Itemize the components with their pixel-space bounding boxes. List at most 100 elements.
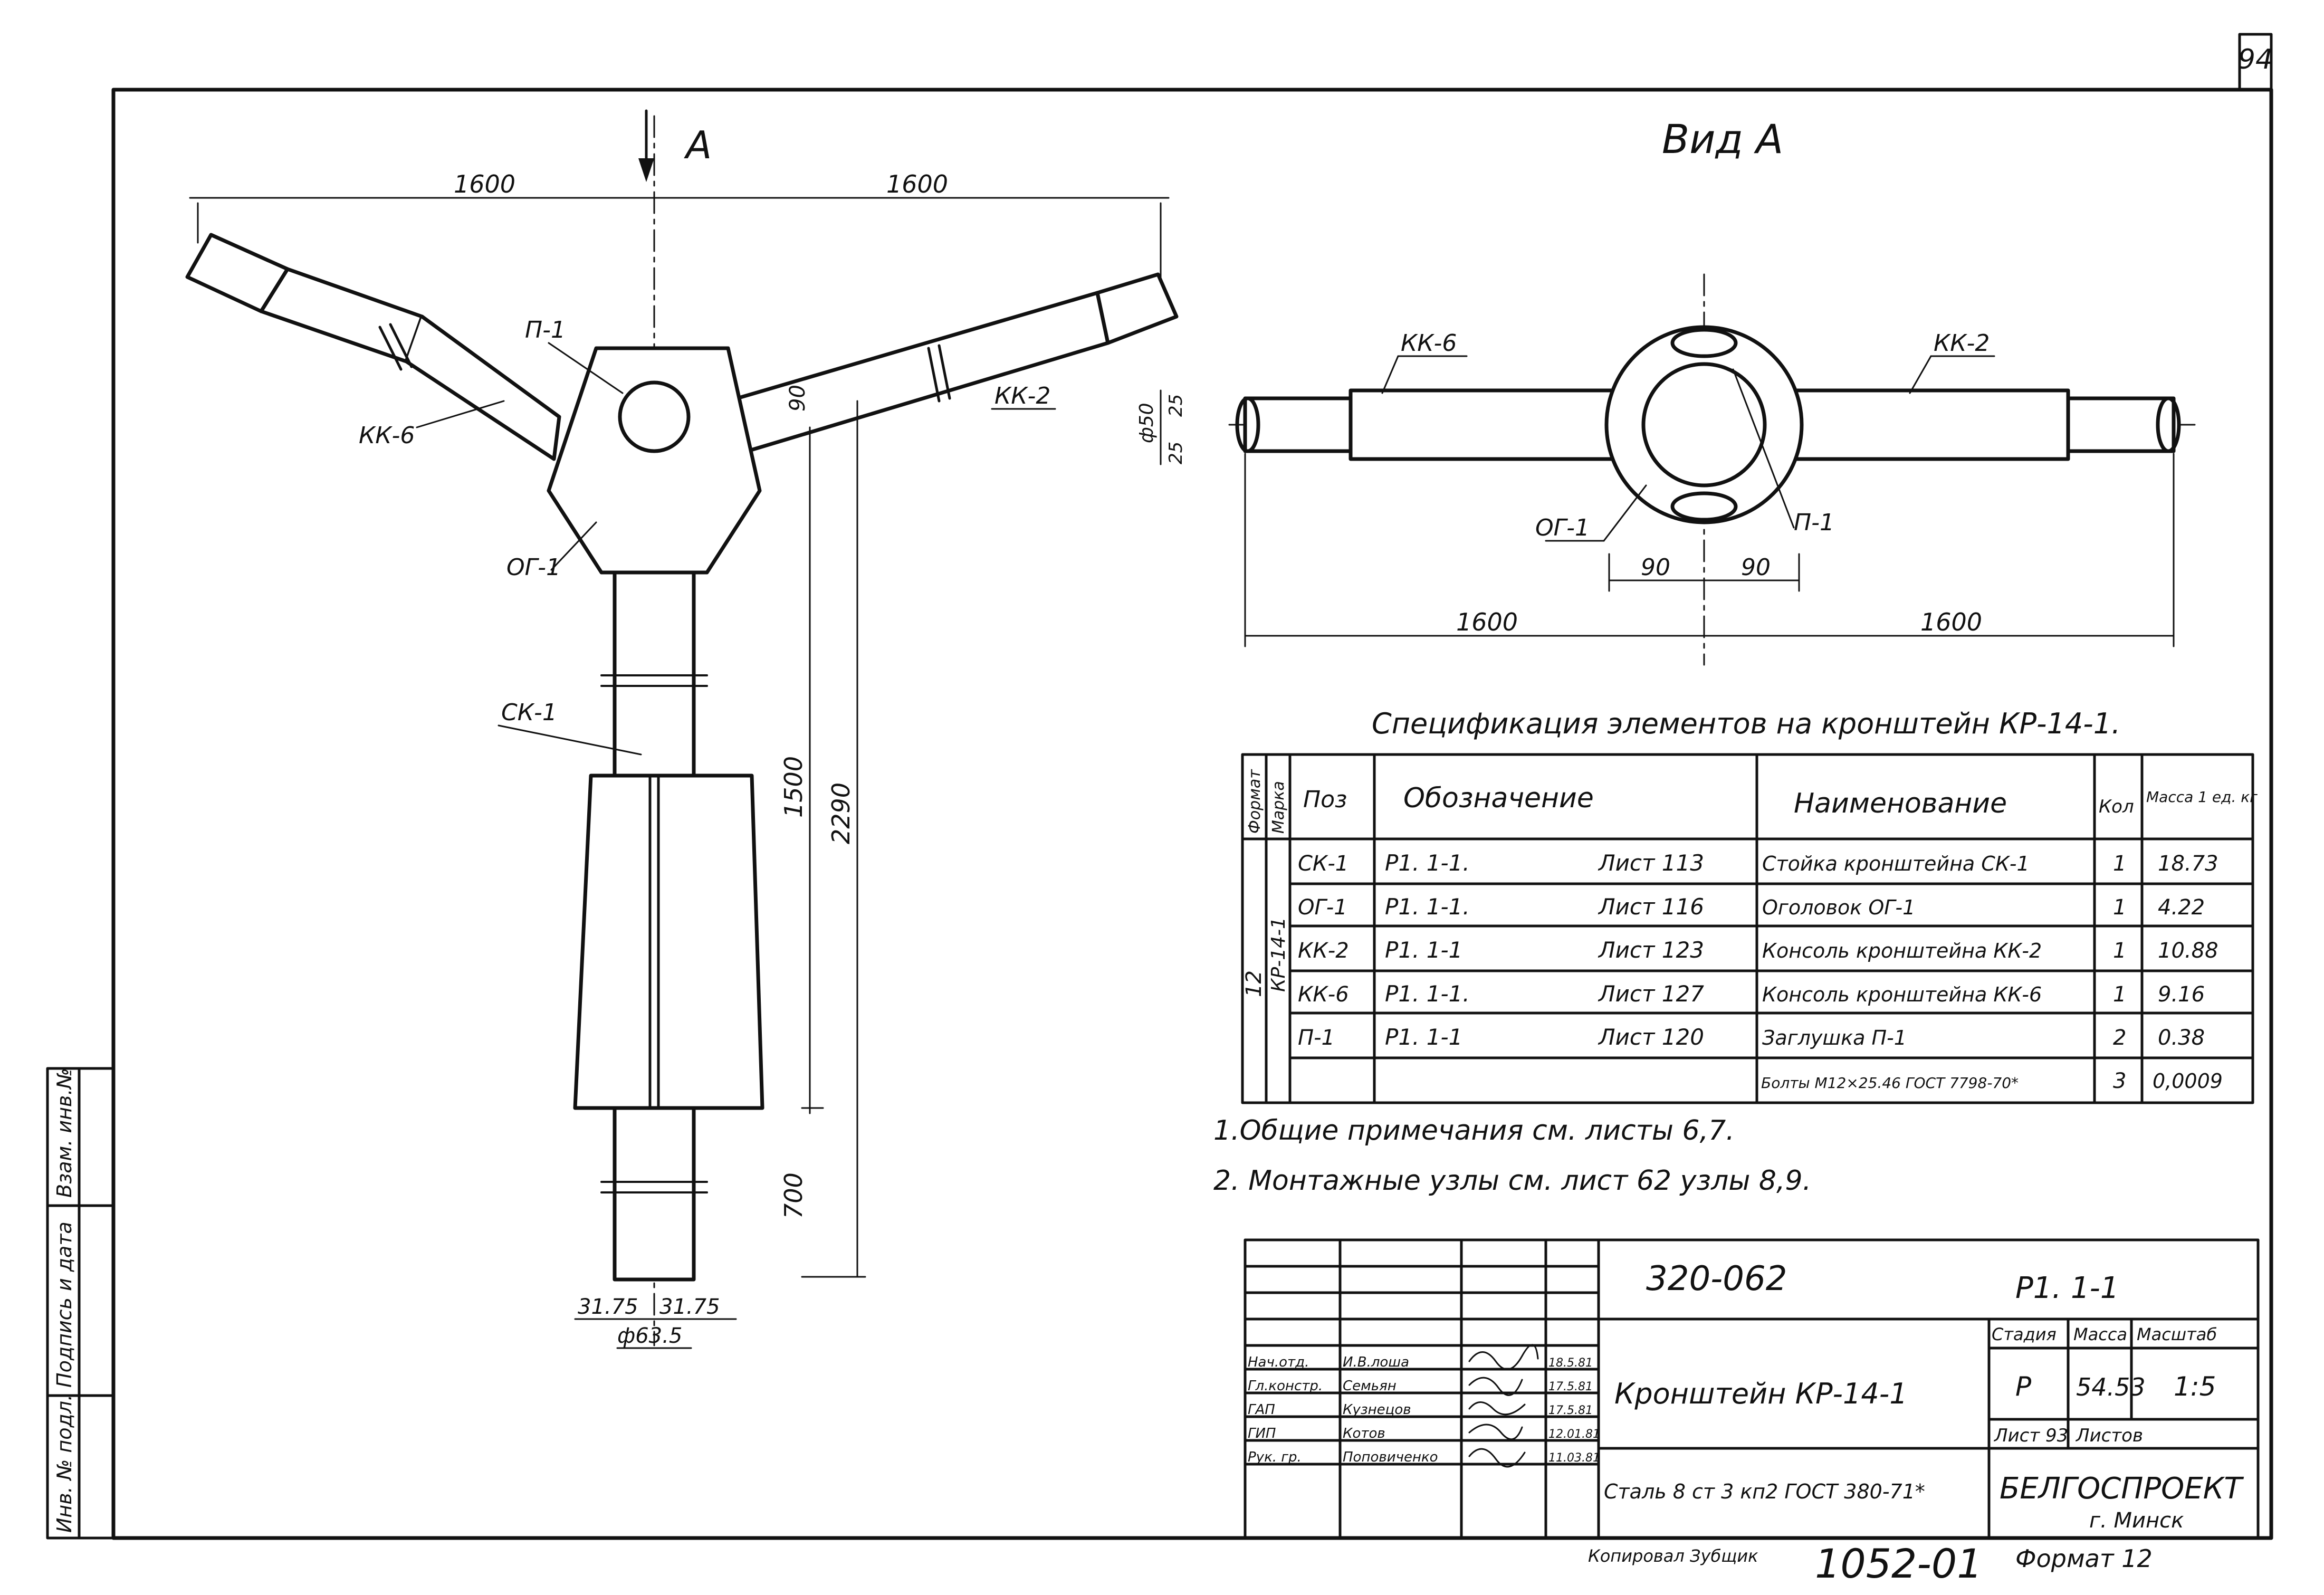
plan-dim-25b: 25: [1165, 442, 1187, 464]
spec-row: ОГ-1 Р1. 1-1. Лист 116 Оголовок ОГ-1 1 4…: [1298, 894, 2205, 920]
stage-value: Р: [2015, 1371, 2032, 1402]
section-arrowhead: [638, 158, 654, 182]
footer-copied: Копировал Зубщик: [1588, 1546, 1758, 1566]
drawing-title: Кронштейн КР-14-1: [1614, 1377, 1908, 1410]
row-doc: Р1. 1-1: [1385, 937, 1462, 963]
spec-row: Болты М12×25.46 ГОСТ 7798-70* 3 0,0009: [1761, 1069, 2223, 1093]
row-sheet: Лист 120: [1598, 1024, 1704, 1050]
note-1: 1.Общие примечания см. листы 6,7.: [1213, 1115, 1735, 1147]
label-kk2: КК-2: [994, 383, 1050, 409]
plan-label-kk2: КК-2: [1934, 330, 1990, 357]
dim-height-1500: 1500: [779, 756, 808, 818]
staff-role: ГАП: [1248, 1402, 1275, 1418]
header-qty: Кол: [2099, 796, 2134, 817]
page-number: 94: [2238, 44, 2273, 75]
sheet-label: Лист 93: [1993, 1425, 2068, 1446]
staff-role: Гл.констр.: [1248, 1378, 1323, 1394]
spec-title: Спецификация элементов на кронштейн КР-1…: [1372, 707, 2120, 740]
header-format: Формат: [1246, 769, 1264, 834]
doc-code: 320-062: [1646, 1259, 1787, 1298]
row-pos: СК-1: [1298, 852, 1349, 876]
label-kk6: КК-6: [359, 422, 415, 449]
staff-date: 17.5.81: [1548, 1404, 1593, 1417]
row-sheet: Лист 116: [1598, 894, 1704, 920]
row-pos: КК-6: [1298, 982, 1349, 1007]
row-mass: 4.22: [2158, 895, 2205, 920]
staff-role: Рук. гр.: [1248, 1449, 1302, 1465]
plan-dim-right-90: 90: [1741, 554, 1771, 581]
stage-label: Стадия: [1992, 1324, 2057, 1344]
staff-name: Кузнецов: [1343, 1402, 1411, 1418]
dim-left-span: 1600: [454, 170, 515, 198]
sheets-label: Листов: [2075, 1425, 2143, 1446]
scale-value: 1:5: [2174, 1371, 2216, 1402]
plan-dims: ф50 25 25 90 90 1600 1600: [1136, 389, 2175, 647]
staff-date: 11.03.81: [1548, 1451, 1600, 1465]
plan-label-kk6: КК-6: [1401, 330, 1457, 357]
row-name: Оголовок ОГ-1: [1762, 896, 1915, 919]
staff-date: 17.5.81: [1548, 1380, 1593, 1393]
label-p1: П-1: [525, 317, 566, 343]
page-number-box: [2238, 33, 2273, 91]
row-name: Консоль кронштейна КК-2: [1762, 939, 2042, 962]
stamp-sign: Подпись и дата: [53, 1221, 76, 1388]
staff-role: Нач.отд.: [1248, 1354, 1309, 1370]
staff-date: 18.5.81: [1548, 1357, 1593, 1370]
row-name: Болты М12×25.46 ГОСТ 7798-70*: [1761, 1074, 2019, 1092]
spec-row: КК-6 Р1. 1-1. Лист 127 Консоль кронштейн…: [1298, 981, 2205, 1007]
staff-row: ГАП Кузнецов 17.5.81: [1248, 1402, 1593, 1418]
footer-number: 1052-01: [1815, 1540, 1983, 1587]
dim-pipe-diameter: ф63.5: [617, 1324, 682, 1348]
header-mark: Марка: [1269, 781, 1288, 834]
row-pos: П-1: [1298, 1026, 1335, 1050]
plan-labels: КК-6 КК-2 ОГ-1 П-1: [1381, 330, 1995, 542]
row-pos: КК-2: [1298, 939, 1349, 963]
spec-row: СК-1 Р1. 1-1. Лист 113 Стойка кронштейна…: [1298, 850, 2218, 876]
vertical-dims: 1500 2290 700 90: [779, 385, 866, 1278]
header-name: Наименование: [1794, 788, 2007, 819]
row-sheet: Лист 113: [1598, 850, 1704, 876]
dim-offset-90: 90: [786, 385, 810, 412]
organization: БЕЛГОСПРОЕКТ: [2000, 1472, 2244, 1506]
plan-dim-left-1600: 1600: [1456, 608, 1518, 636]
plan-head-og1: [1604, 325, 1804, 524]
note-2: 2. Монтажные узлы см. лист 62 узлы 8,9.: [1213, 1165, 1811, 1197]
staff-role: ГИП: [1248, 1426, 1276, 1441]
row-mass: 0.38: [2158, 1026, 2205, 1050]
plan-dim-25a: 25: [1165, 394, 1187, 417]
dim-height-2290: 2290: [827, 782, 855, 844]
head-plate-og1: [547, 346, 762, 575]
row-qty: 1: [2113, 939, 2126, 963]
group-mark: КР-14-1: [1268, 917, 1289, 992]
label-og1: ОГ-1: [506, 554, 561, 581]
row-doc: Р1. 1-1.: [1385, 894, 1470, 920]
front-view: А 1600 1600: [185, 109, 1179, 1349]
row-qty: 1: [2113, 895, 2126, 920]
row-sheet: Лист 127: [1598, 981, 1704, 1007]
signatures: [1468, 1344, 1539, 1468]
plan-dim-dia: ф50: [1136, 403, 1158, 443]
dim-right-span: 1600: [886, 170, 948, 198]
row-doc: Р1. 1-1.: [1385, 981, 1470, 1007]
stamp-replace: Взам. инв.№: [53, 1068, 76, 1198]
row-sheet: Лист 123: [1598, 937, 1704, 963]
section-mark: А: [684, 123, 712, 167]
row-doc: Р1. 1-1.: [1385, 850, 1470, 876]
bottom-dims: 31.75 31.75 ф63.5: [574, 1295, 737, 1349]
spec-row: КК-2 Р1. 1-1 Лист 123 Консоль кронштейна…: [1298, 937, 2218, 963]
plan-dim-left-90: 90: [1641, 554, 1670, 581]
stamp-inv: Инв. № подл.: [53, 1395, 76, 1533]
row-doc: Р1. 1-1: [1385, 1024, 1462, 1050]
sheet-frame: [111, 88, 2273, 1540]
format-value: 12: [1242, 970, 1266, 997]
dim-bottom-right: 31.75: [659, 1295, 720, 1319]
scale-label: Масштаб: [2137, 1324, 2217, 1344]
plug-p1: [618, 380, 691, 453]
row-name: Заглушка П-1: [1762, 1026, 1907, 1049]
plan-label-p1: П-1: [1794, 509, 1834, 536]
row-qty: 2: [2113, 1026, 2126, 1050]
row-qty: 1: [2113, 852, 2126, 876]
staff-date: 12.01.81: [1548, 1428, 1600, 1441]
staff-row: ГИП Котов 12.01.81: [1248, 1426, 1600, 1441]
